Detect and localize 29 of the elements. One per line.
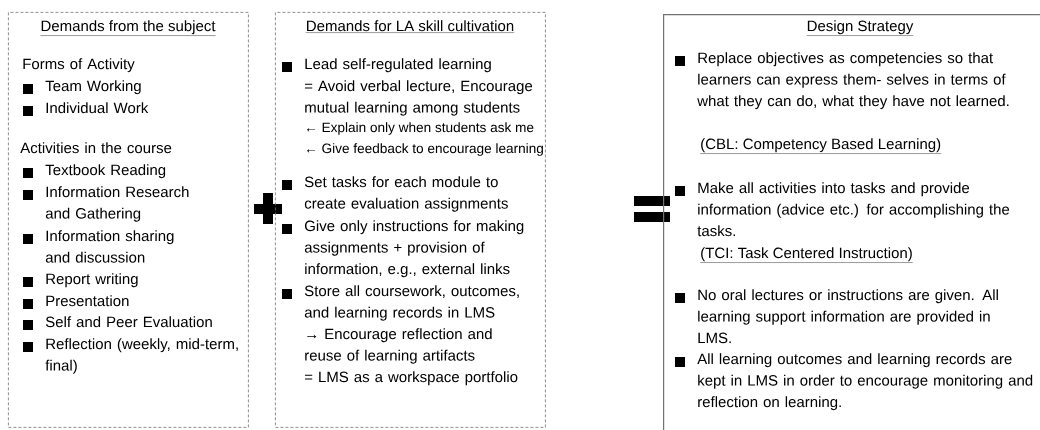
bullet-item: Individual Work: [23, 102, 149, 116]
bullet-item: Report writing: [23, 273, 138, 288]
bullet-item: Presentation: [23, 295, 129, 309]
bullet-item: Give only instructions for making assignments + provision of information, e.g., external links: [282, 220, 524, 278]
bullet-item: Set tasks for each module to create evaluation assignments: [282, 176, 508, 212]
panel-heading: Demands for LA skill cultivation: [305, 20, 515, 33]
text-line: Forms of Activity: [23, 58, 135, 73]
text-line: → Encourage reflection and reuse of learning artifacts: [305, 328, 492, 364]
bullet-item: Self and Peer Evaluation: [23, 316, 212, 330]
text-line: = Avoid verbal lecture, Encourage mutual learning among students: [304, 80, 533, 116]
bullet-item: Store all coursework, outcomes, and learning records in LMS: [282, 285, 519, 321]
bullet-item: Make all activities into tasks and provide information (advice etc.) for accomplishing the tasks.: [675, 182, 1010, 237]
bullet-item: Replace objectives as competencies so that learners can express them- selves in terms of what they can do, what they have not learned.: [675, 52, 1009, 110]
bullet-item: Team Working: [23, 80, 141, 95]
panel-heading: Demands from the subject: [40, 20, 216, 36]
text-line: Activities in the course: [20, 142, 172, 154]
text-line: ← Explain only when students ask me: [307, 122, 534, 135]
text-line: (CBL: Competency Based Learning): [700, 138, 942, 154]
bullet-item: Reflection (weekly, mid-term, final): [23, 338, 238, 374]
bullet-item: Textbook Reading: [23, 164, 166, 179]
bullet-item: No oral lectures or instructions are given. All learning support information are provided in LMS.: [675, 289, 998, 344]
panel-heading: Design Strategy: [806, 20, 914, 36]
bullet-item: Lead self-regulated learning: [282, 58, 491, 73]
bullet-item: Information sharing and discussion: [23, 230, 174, 263]
text-line: (TCI: Task Centered Instruction): [700, 247, 913, 263]
text-line: = LMS as a workspace portfolio: [304, 371, 518, 386]
bullet-item: Information Research and Gathering: [23, 186, 189, 222]
text-line: ← Give feedback to encourage learning: [307, 143, 543, 156]
bullet-item: All learning outcomes and learning records are kept in LMS in order to encourage monitoring and reflection on learning.: [675, 353, 1033, 411]
